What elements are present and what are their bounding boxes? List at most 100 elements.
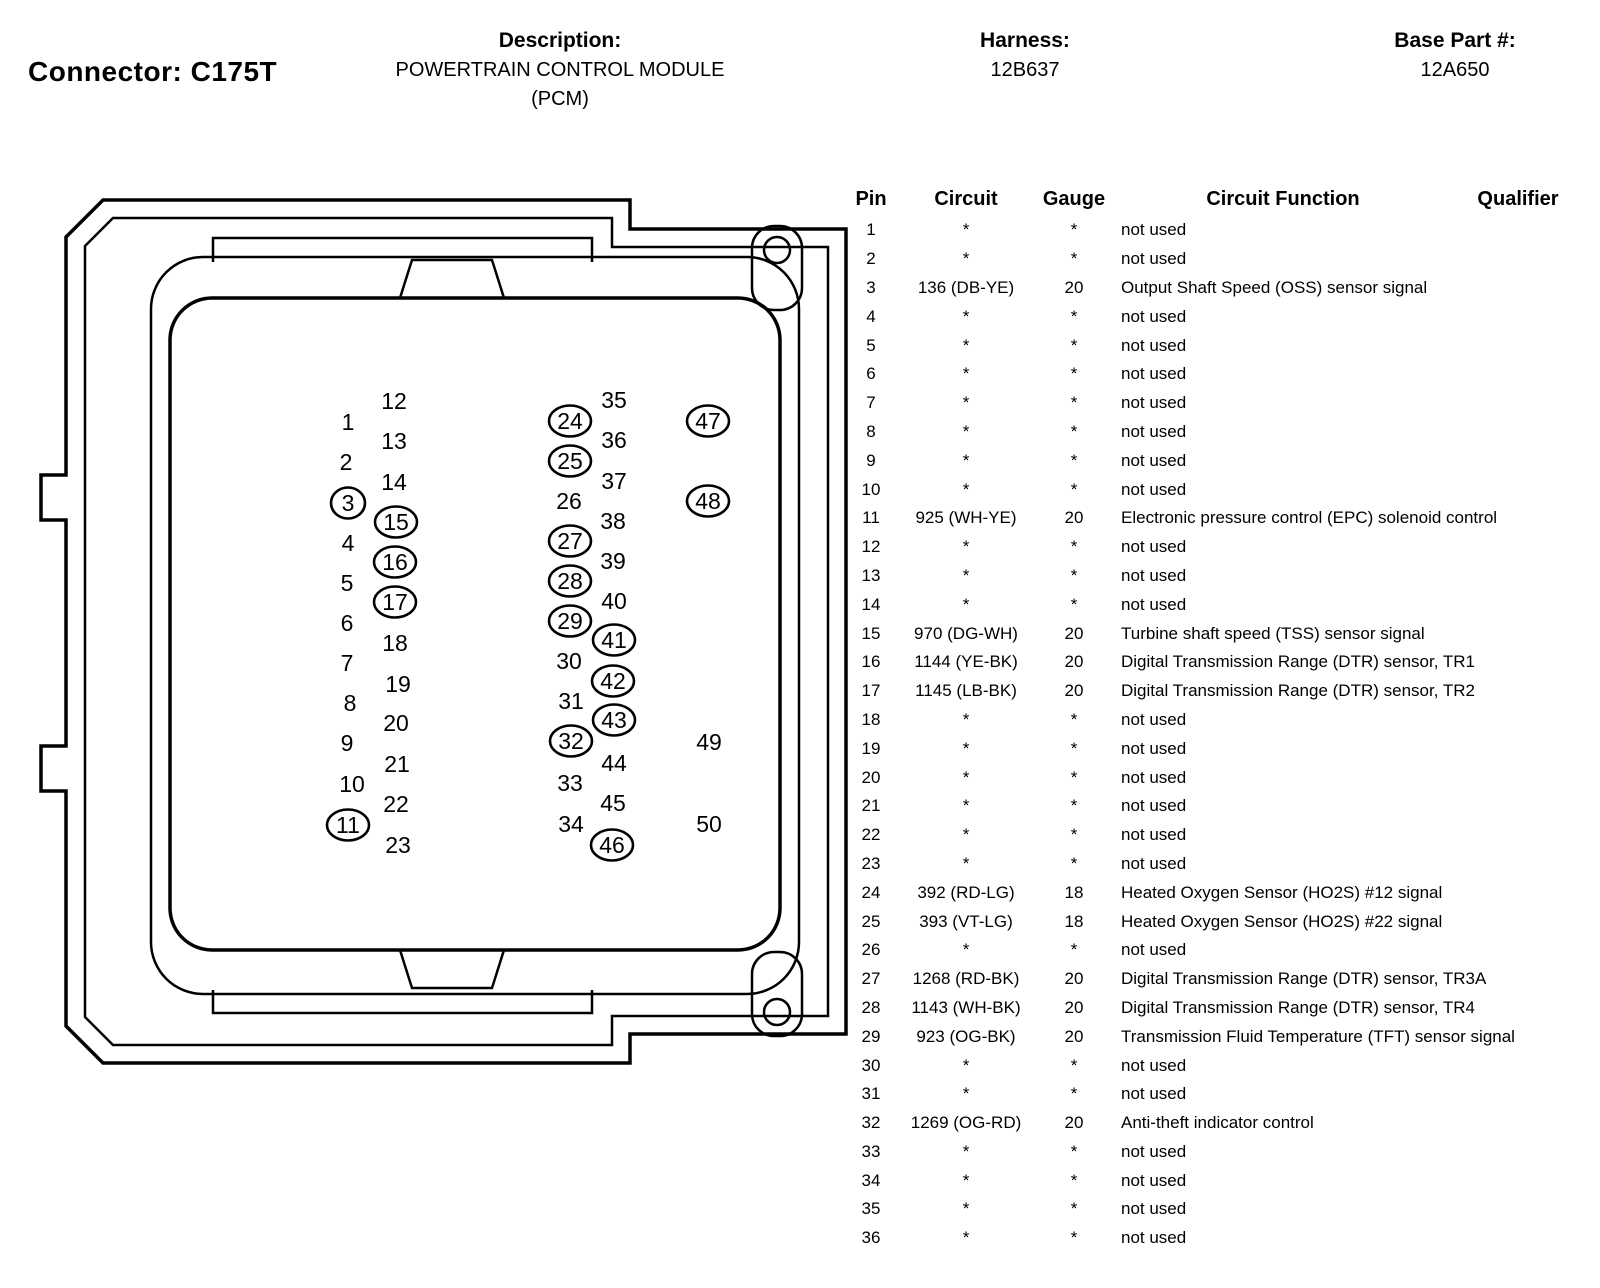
harness-block: Harness: 12B637 [905, 26, 1145, 85]
pin-3-circle [329, 486, 367, 520]
gauge-cell: * [1070, 220, 1078, 240]
function-cell: not used [1121, 738, 1187, 758]
function-cell: Heated Oxygen Sensor (HO2S) #22 signal [1121, 911, 1443, 931]
circuit-cell: * [962, 709, 970, 729]
pin-row-22: 22**not used [845, 821, 1595, 850]
base-part-block: Base Part #: 12A650 [1335, 26, 1575, 85]
circuit-cell: * [962, 1228, 970, 1248]
circuit-cell: * [962, 1141, 970, 1161]
gauge-cell: 20 [1064, 997, 1084, 1017]
pin-cell: 10 [861, 479, 881, 499]
pin-row-35: 35**not used [845, 1195, 1595, 1224]
pin-30-number: 30 [556, 648, 582, 674]
pin-cell: 15 [861, 623, 881, 643]
gauge-cell: 20 [1064, 623, 1084, 643]
pin-43-number: 43 [601, 707, 627, 733]
gauge-cell: * [1070, 738, 1078, 758]
pin-row-15: 15 970 (DG-WH) 20 Turbine shaft speed (TSS)… [845, 619, 1595, 648]
column-header-pin: Pin [855, 187, 887, 210]
function-cell: Digital Transmission Range (DTR) sensor,… [1121, 969, 1487, 989]
pin-cell: 20 [861, 767, 881, 787]
gauge-cell: 20 [1064, 652, 1084, 672]
pin-cell: 4 [866, 306, 876, 326]
pin-21-number: 21 [384, 751, 410, 777]
pin-row-7: 7**not used [845, 389, 1595, 418]
function-cell: not used [1121, 565, 1187, 585]
pin-row-10: 10**not used [845, 475, 1595, 504]
gauge-cell: 20 [1064, 277, 1084, 297]
function-cell: Output Shaft Speed (OSS) sensor signal [1121, 277, 1428, 297]
pin-4-number: 4 [342, 530, 355, 556]
circuit-cell: 1144 (YE-BK) [914, 652, 1018, 672]
pin-16-circle [372, 545, 418, 579]
connector-outer-outline [39, 198, 848, 1065]
pin-row-1: 1**not used [845, 216, 1595, 245]
pin-47-number: 47 [695, 408, 721, 434]
pin-5-number: 5 [341, 570, 354, 596]
pin-cell: 14 [861, 594, 881, 614]
pin-cell: 30 [861, 1055, 881, 1075]
pin-23-number: 23 [385, 832, 411, 858]
table-header-row: Pin Circuit Gauge Circuit Function Quali… [845, 182, 1595, 216]
pin-48-number: 48 [695, 488, 721, 514]
pin-32-number: 32 [558, 728, 584, 754]
function-cell: not used [1121, 335, 1187, 355]
pin-row-12: 12**not used [845, 533, 1595, 562]
pin-cell: 26 [861, 940, 881, 960]
pin-row-5: 5**not used [845, 331, 1595, 360]
pin-24-circle [547, 404, 593, 438]
gauge-cell: 20 [1064, 681, 1084, 701]
pin-row-31: 31**not used [845, 1080, 1595, 1109]
bottom-key [398, 949, 506, 990]
function-cell: not used [1121, 709, 1187, 729]
pins-layer: 1234567891011121314151617181920212223242… [325, 387, 731, 862]
base-part-label: Base Part #: [1394, 29, 1516, 52]
circuit-cell: * [962, 421, 970, 441]
pin-cell: 6 [866, 364, 876, 384]
gauge-cell: 20 [1064, 508, 1084, 528]
circuit-cell: * [962, 940, 970, 960]
gauge-cell: * [1070, 421, 1078, 441]
gauge-cell: * [1070, 537, 1078, 557]
pin-25-number: 25 [557, 448, 583, 474]
description-label: Description: [498, 29, 622, 52]
function-cell: Turbine shaft speed (TSS) sensor signal [1121, 623, 1425, 643]
pin-43-circle [591, 703, 637, 737]
seal-ring [149, 255, 801, 996]
gauge-cell: * [1070, 249, 1078, 269]
function-cell: not used [1121, 1055, 1187, 1075]
function-cell: not used [1121, 1141, 1187, 1161]
pin-cell: 3 [866, 277, 876, 297]
pin-field [168, 296, 782, 952]
pin-28-number: 28 [557, 568, 583, 594]
column-header-gauge: Gauge [1042, 187, 1106, 210]
circuit-cell: * [962, 479, 970, 499]
pin-cell: 8 [866, 421, 876, 441]
pin-cell: 24 [861, 882, 881, 902]
pin-27-circle [547, 524, 593, 558]
pin-10-number: 10 [339, 771, 365, 797]
pin-22-number: 22 [383, 791, 409, 817]
function-cell: not used [1121, 249, 1187, 269]
circuit-cell: * [962, 249, 970, 269]
pin-row-4: 4**not used [845, 302, 1595, 331]
pinout-table: Pin Circuit Gauge Circuit Function Quali… [845, 182, 1595, 1253]
top-key [398, 258, 506, 299]
pin-row-23: 23**not used [845, 850, 1595, 879]
pin-41-number: 41 [601, 627, 627, 653]
pin-37-number: 37 [601, 468, 627, 494]
description-block: Description: POWERTRAIN CONTROL MODULE (… [340, 26, 780, 114]
pin-16-number: 16 [382, 549, 408, 575]
gauge-cell: 20 [1064, 1026, 1084, 1046]
bottom-latch-tab [750, 950, 804, 1038]
gauge-cell: 18 [1064, 911, 1084, 931]
circuit-cell: 970 (DG-WH) [914, 623, 1018, 643]
circuit-cell: * [962, 364, 970, 384]
circuit-cell: * [962, 825, 970, 845]
